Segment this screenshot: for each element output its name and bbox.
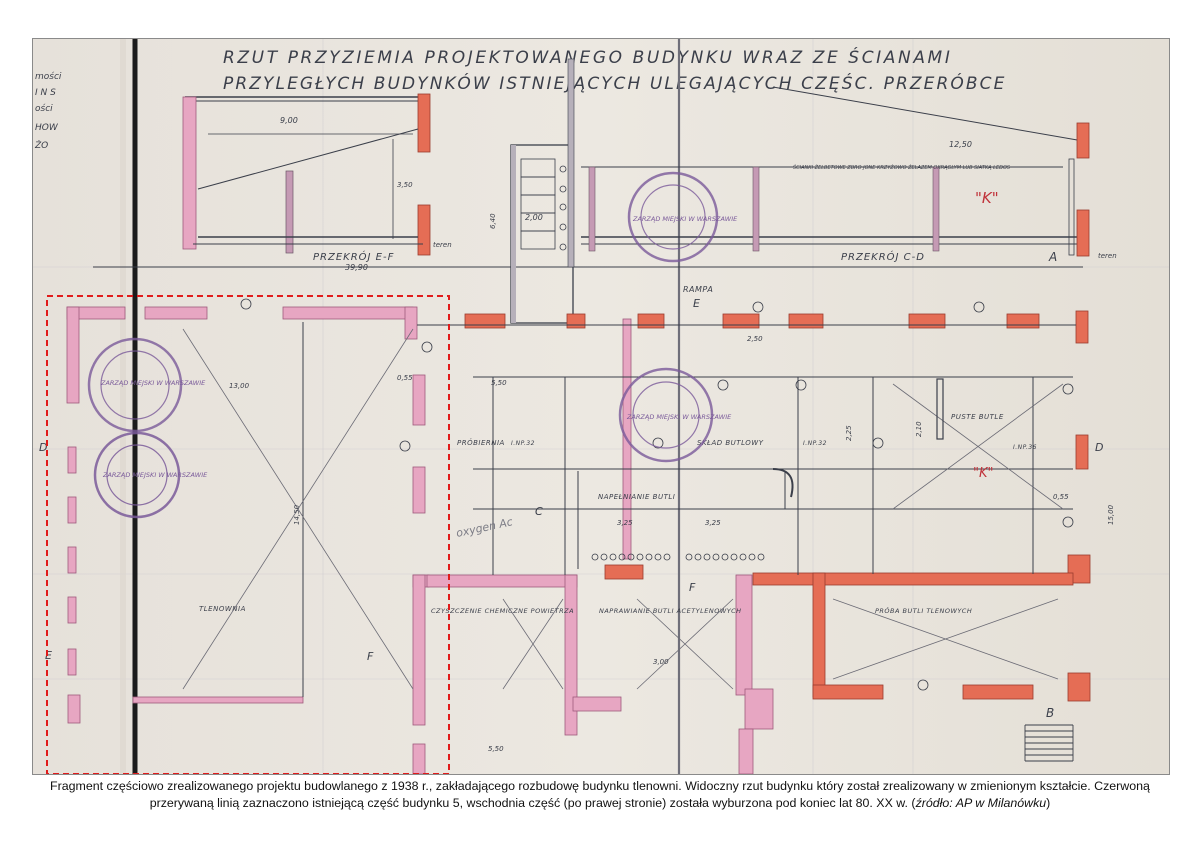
stamp-text: ZARZĄD MIEJSKI W WARSZAWIE <box>632 215 738 223</box>
dimension-label: 2,10 <box>915 421 923 437</box>
dimension-label: 3,25 <box>705 519 721 527</box>
mark-k: "K" <box>973 466 993 481</box>
dimension-label: 9,00 <box>280 116 298 125</box>
axis-letter-f: F <box>367 650 374 663</box>
floor-plan-drawing: mości I N S ości HOW ŻO RZUT PRZYZIEMIA … <box>32 38 1170 775</box>
stamp-group <box>87 171 719 519</box>
section-ef: 9,00 3,50 PRZEKRÓJ E-F teren 39,90 <box>93 93 1083 272</box>
axis-letter-e: E <box>693 297 700 310</box>
figure-caption: Fragment częściowo zrealizowanego projek… <box>30 778 1170 812</box>
dimension-label: 3,25 <box>617 519 633 527</box>
overall-dimension: 39,90 <box>345 263 368 272</box>
dimension-label: 0,55 <box>397 374 413 382</box>
teren-label: teren <box>1098 252 1117 260</box>
section-cd: 12,50 ŚCIANKI ŻELBETOWE ZBRO JONE KRZYŻO… <box>581 86 1117 264</box>
stamp-text: ZARZĄD MIEJSKI W WARSZAWIE <box>102 471 208 479</box>
axis-letter-d: D <box>1095 441 1103 454</box>
dimension-label: 6,40 <box>489 213 497 229</box>
dimension-label: 14,50 <box>293 504 301 525</box>
dimension-label: 15,00 <box>1107 504 1115 525</box>
dimension-label: 2,00 <box>525 213 543 222</box>
axis-letter-f: F <box>689 581 696 594</box>
dimension-label: 2,25 <box>845 425 853 441</box>
existing-building-outline <box>46 295 450 774</box>
caption-close: ) <box>1046 796 1051 810</box>
axis-letter-c: C <box>535 505 543 518</box>
dimension-label: 3,50 <box>397 181 413 189</box>
caption-text: Fragment częściowo zrealizowanego projek… <box>50 779 1150 810</box>
axis-letter-b: B <box>1046 706 1054 720</box>
dimension-label: 5,50 <box>491 379 507 387</box>
margin-note: ości <box>35 103 53 114</box>
dimension-label: 5,50 <box>488 745 504 753</box>
teren-label: teren <box>433 241 452 249</box>
mark-k: "K" <box>975 189 999 207</box>
section-cd-label: PRZEKRÓJ C-D <box>841 250 925 263</box>
dimension-label: 3,00 <box>653 658 669 666</box>
margin-note: I N S <box>35 88 56 98</box>
beam-label: I.NP.36 <box>1013 444 1037 451</box>
dimension-label: 12,50 <box>949 140 972 149</box>
rampa-label: RAMPA <box>683 285 713 294</box>
dimension-label: 0,55 <box>1053 493 1069 501</box>
room-label-puste-butle: PUSTE BUTLE <box>951 413 1004 421</box>
beam-label: I.NP.32 <box>511 440 535 447</box>
margin-note: ŻO <box>34 140 48 151</box>
stair-section: 2,00 6,40 <box>489 58 575 324</box>
cd-note: ŚCIANKI ŻELBETOWE ZBRO JONE KRZYŻOWO ŻEL… <box>793 164 1011 171</box>
room-label-probiernia: PRÓBIERNIA <box>457 438 505 447</box>
section-ef-label: PRZEKRÓJ E-F <box>313 250 394 263</box>
drawing-title-line2: PRZYLEGŁYCH BUDYNKÓW ISTNIEJĄCYCH ULEGAJ… <box>223 72 1006 94</box>
axis-letter-e: E <box>45 649 52 662</box>
room-label-czyszczenie: CZYSZCZENIE CHEMICZNE POWIETRZA <box>431 607 574 615</box>
room-label-proba: PRÓBA BUTLI TLENOWYCH <box>875 606 972 615</box>
dimension-label: 13,00 <box>229 382 250 390</box>
beam-label: I.NP.32 <box>803 440 827 447</box>
drawing-title-line1: RZUT PRZYZIEMIA PROJEKTOWANEGO BUDYNKU W… <box>223 46 952 68</box>
stamp-text: ZARZĄD MIEJSKI W WARSZAWIE <box>626 413 732 421</box>
margin-note: HOW <box>35 123 59 133</box>
room-label-napelnianie: NAPEŁNIANIE BUTLI <box>598 493 675 501</box>
axis-letter-d: D <box>39 441 47 454</box>
room-label-naprawianie: NAPRAWIANIE BUTLI ACETYLENOWYCH <box>599 607 742 615</box>
caption-source: źródło: AP w Milanówku <box>915 796 1047 810</box>
letter-a: A <box>1048 250 1057 264</box>
room-label-sklad: SKŁAD BUTLOWY <box>697 439 764 447</box>
stamp-text: ZARZĄD MIEJSKI W WARSZAWIE <box>100 379 206 387</box>
room-label-tlenownia: TLENOWNIA <box>199 605 246 613</box>
margin-note: mości <box>35 71 62 82</box>
dimension-label: 2,50 <box>747 335 763 343</box>
